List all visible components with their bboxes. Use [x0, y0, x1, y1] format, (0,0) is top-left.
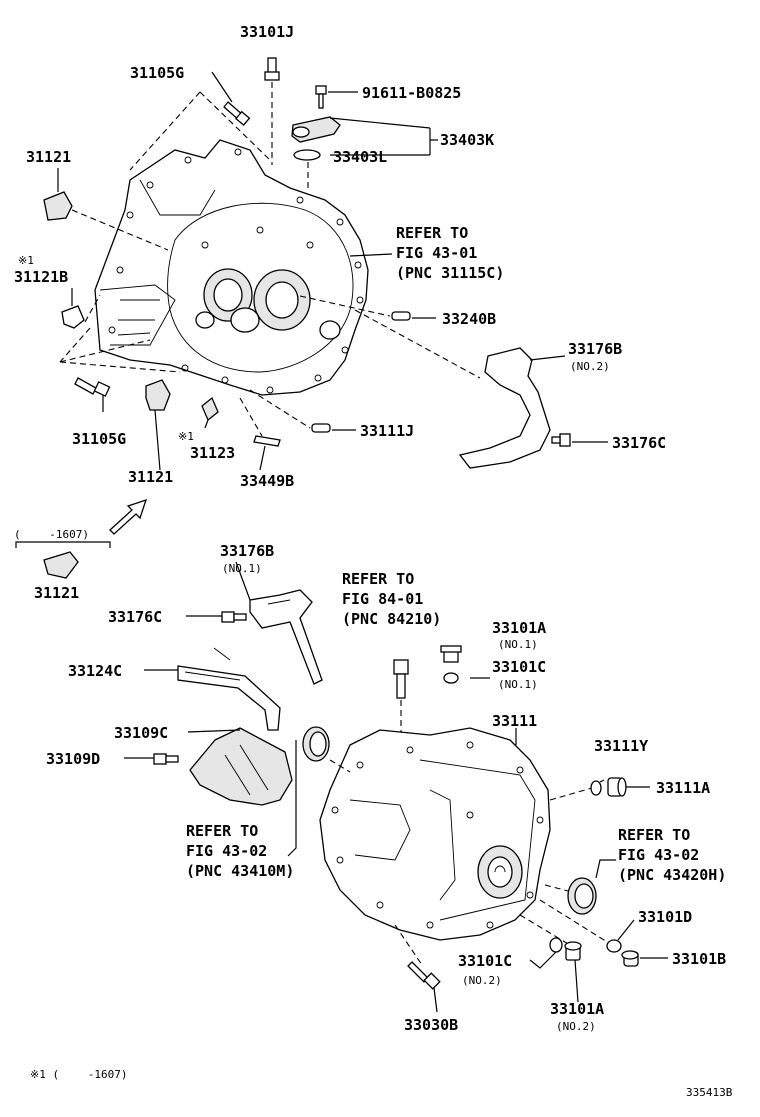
label-33101A-no2: (NO.2) [556, 1020, 596, 1033]
label-33101J: 33101J [240, 23, 294, 41]
part-31105G-bot-shape [74, 377, 111, 397]
label-33449B: 33449B [240, 472, 294, 490]
part-33111Y-shape [590, 780, 602, 796]
label-31121-mid: 31121 [128, 468, 173, 486]
label-31121-low: 31121 [34, 584, 79, 602]
part-33111J-shape [249, 389, 356, 433]
label-33101D: 33101D [638, 908, 692, 926]
refer-fig-43-01-line3: (PNC 31115C) [396, 264, 504, 282]
leader-lines [57, 71, 668, 1013]
part-33101C-top-shape [443, 672, 459, 684]
refer-fig-43-02-m-line1: REFER TO [186, 822, 258, 840]
refer-fig-43-02-h-line3: (PNC 43420H) [618, 866, 726, 884]
label-33240B: 33240B [442, 310, 496, 328]
label-33176C-mid: 33176C [108, 608, 162, 626]
label-33111: 33111 [492, 712, 537, 730]
refer-fig-43-02-m-line2: FIG 43-02 [186, 842, 267, 860]
label-33101A-bot: 33101A [550, 1000, 604, 1018]
part-33176C-top-shape [551, 433, 571, 447]
refer-fig-43-02-m-line3: (PNC 43410M) [186, 862, 294, 880]
part-33101A-top-shape [440, 645, 462, 663]
part-31105G-top-shape [223, 101, 251, 126]
part-31121-low-shape [43, 551, 79, 579]
part-31123-shape [201, 396, 219, 422]
label-33111A: 33111A [656, 779, 710, 797]
part-31121B-shape [61, 305, 85, 329]
part-33101B-shape [621, 950, 639, 967]
part-33176C-mid-shape [221, 611, 247, 623]
label-33124C: 33124C [68, 662, 122, 680]
label-33176B-no1: (NO.1) [222, 562, 262, 575]
part-33449B-shape [239, 397, 281, 447]
direction-arrow-icon [109, 498, 148, 535]
figure-id: 335413B [686, 1086, 733, 1099]
part-33030B-shape [407, 961, 441, 990]
label-33109C: 33109C [114, 724, 168, 742]
label-33101A-top: 33101A [492, 619, 546, 637]
part-33101C-bot-shape [549, 937, 563, 953]
range-bracket [15, 541, 111, 548]
label-range-1607: ( -1607) [14, 528, 89, 541]
refer-fig-43-02-h-line2: FIG 43-02 [618, 846, 699, 864]
label-33111Y: 33111Y [594, 737, 648, 755]
label-31123: 31123 [190, 444, 235, 462]
label-33109D: 33109D [46, 750, 100, 768]
part-33109C-shape [189, 727, 293, 806]
part-33101D-shape [606, 939, 622, 953]
oil-seal-right-shape [567, 877, 597, 915]
label-33176C-top: 33176C [612, 434, 666, 452]
part-33403K-shape [291, 116, 341, 143]
refer-fig-43-02-h-line1: REFER TO [618, 826, 690, 844]
part-33240B-shape [299, 295, 436, 321]
refer-fig-84-01-line3: (PNC 84210) [342, 610, 441, 628]
label-33101C-bot: 33101C [458, 952, 512, 970]
label-33403L: 33403L [333, 148, 387, 166]
sensor-84210-shape [393, 659, 409, 760]
refer-fig-43-01-line1: REFER TO [396, 224, 468, 242]
label-mark1-a: ※1 [18, 254, 34, 267]
label-91611-B0825: 91611-B0825 [362, 84, 461, 102]
label-31105G-bot: 31105G [72, 430, 126, 448]
label-33101C-no2: (NO.2) [462, 974, 502, 987]
label-mark1-b: ※1 [178, 430, 194, 443]
footnote: ※1 ( -1607) [30, 1068, 127, 1081]
label-31121-top: 31121 [26, 148, 71, 166]
label-33101B: 33101B [672, 950, 726, 968]
label-33030B: 33030B [404, 1016, 458, 1034]
part-91611-shape [315, 85, 358, 109]
label-33111J: 33111J [360, 422, 414, 440]
leader-dashes-top [59, 91, 271, 373]
refer-fig-43-01-line2: FIG 43-01 [396, 244, 477, 262]
label-33101A-no1: (NO.1) [498, 638, 538, 651]
part-33176B-no1-shape [249, 589, 323, 685]
part-33124C-shape [177, 647, 281, 731]
part-31121-mid-shape [145, 379, 171, 411]
transaxle-housing-drawing [94, 139, 369, 396]
part-31121-top-shape [43, 191, 73, 221]
label-33403K: 33403K [440, 131, 494, 149]
part-33109D-shape [153, 753, 179, 765]
label-33176B-no2: (NO.2) [570, 360, 610, 373]
label-33101C-no1: (NO.1) [498, 678, 538, 691]
part-33111A-shape [607, 777, 627, 797]
part-33176B-no2-shape [354, 309, 551, 469]
refer-fig-84-01-line1: REFER TO [342, 570, 414, 588]
transmission-case-drawing [319, 727, 613, 966]
label-31105G-top: 31105G [130, 64, 184, 82]
part-33101J-shape [264, 57, 280, 165]
label-33176B-top: 33176B [568, 340, 622, 358]
refer-fig-84-01-line2: FIG 84-01 [342, 590, 423, 608]
label-33101C-top: 33101C [492, 658, 546, 676]
label-31121B: 31121B [14, 268, 68, 286]
oil-seal-left-shape [302, 726, 330, 762]
part-33403L-shape [293, 149, 321, 161]
part-33101A-bot-shape [564, 941, 582, 961]
label-33176B-mid: 33176B [220, 542, 274, 560]
